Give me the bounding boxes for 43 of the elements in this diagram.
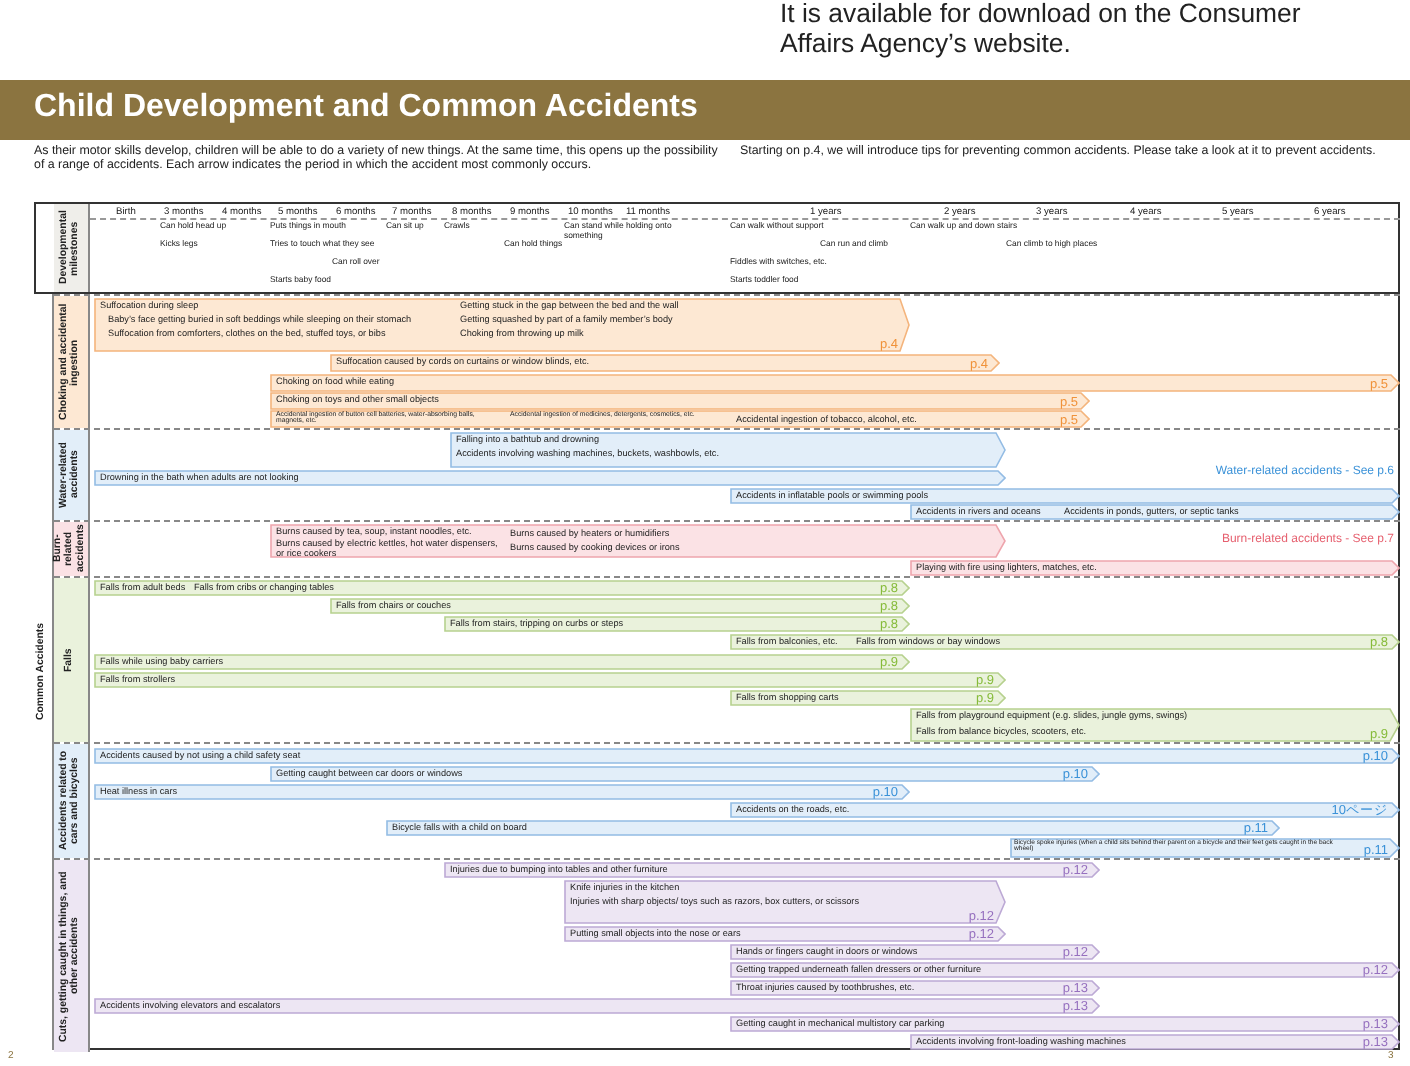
period-bar bbox=[270, 392, 1090, 410]
period-bar bbox=[910, 504, 1400, 520]
period-bar bbox=[450, 432, 1006, 468]
period-bar bbox=[564, 926, 1006, 942]
period-bar bbox=[730, 962, 1400, 978]
category-row bbox=[54, 576, 1400, 742]
period-bar bbox=[94, 748, 1400, 764]
period-bar bbox=[330, 354, 1000, 372]
period-bar bbox=[94, 998, 1100, 1014]
period-bar bbox=[730, 980, 1100, 996]
period-bar bbox=[270, 524, 1006, 558]
period-bar bbox=[730, 634, 1400, 650]
period-bar bbox=[730, 944, 1100, 960]
period-bar bbox=[94, 580, 910, 596]
category-row bbox=[54, 858, 1400, 1052]
period-bar bbox=[94, 672, 1006, 688]
period-bar bbox=[94, 470, 1006, 486]
period-bar bbox=[564, 880, 1006, 924]
period-bar bbox=[94, 654, 910, 670]
category-row bbox=[54, 520, 1400, 576]
page-title: Child Development and Common Accidents bbox=[34, 90, 698, 127]
period-bar bbox=[444, 616, 910, 632]
category-row bbox=[54, 294, 1400, 428]
period-bar bbox=[730, 802, 1400, 818]
category-row bbox=[54, 742, 1400, 858]
period-bar bbox=[910, 1034, 1400, 1050]
period-bar bbox=[910, 708, 1400, 742]
period-bar bbox=[444, 862, 1100, 878]
period-bar bbox=[1010, 838, 1400, 858]
category-row bbox=[54, 428, 1400, 520]
period-bar bbox=[386, 820, 1280, 836]
accidents-section bbox=[34, 292, 1400, 1050]
period-bar bbox=[730, 1016, 1400, 1032]
period-bar bbox=[270, 410, 1090, 428]
period-bar bbox=[330, 598, 910, 614]
period-bar bbox=[270, 374, 1400, 392]
period-bar bbox=[94, 784, 910, 800]
period-bar bbox=[730, 488, 1400, 504]
period-bar bbox=[270, 766, 1100, 782]
period-bar bbox=[730, 690, 1006, 706]
period-bar bbox=[94, 298, 910, 352]
period-bar bbox=[910, 560, 1400, 576]
note-text: It is available for download on the Consumer Affairs Agency’s website. bbox=[780, 0, 1303, 59]
